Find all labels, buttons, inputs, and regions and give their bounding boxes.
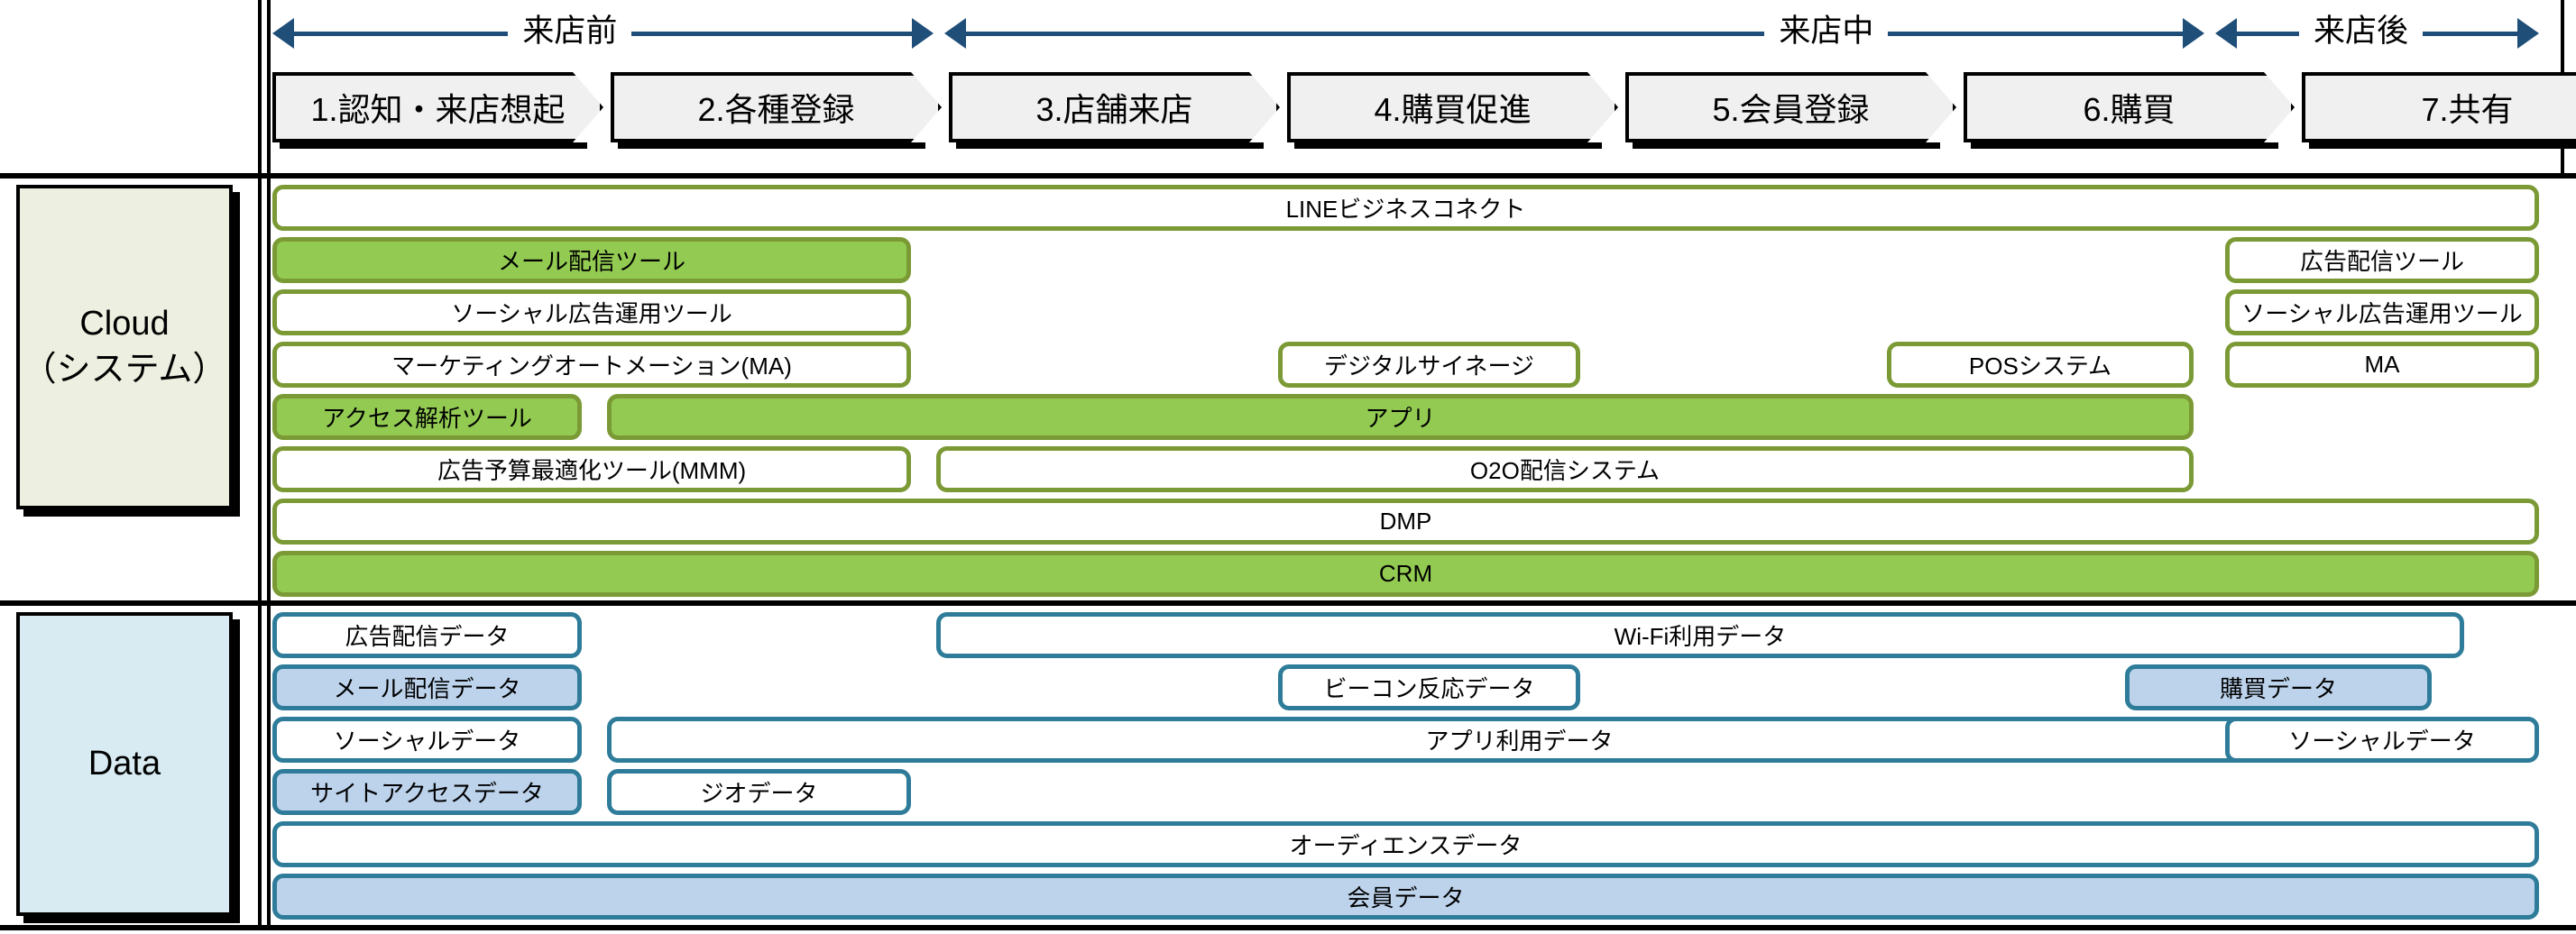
- data-asset-bar[interactable]: 広告配信データ: [272, 612, 582, 658]
- phase-label: 来店中: [1779, 14, 1874, 49]
- phase-label-gap: [1764, 27, 1889, 41]
- cloud-system-bar[interactable]: DMP: [272, 499, 2539, 545]
- category-label-line: （システム）: [22, 351, 227, 389]
- divider-cloud-data: [0, 600, 2576, 606]
- journey-step-4[interactable]: 4.購買促進: [1287, 72, 1618, 142]
- column-rule-inner: [267, 0, 271, 930]
- arrow-left-icon: [2215, 18, 2237, 49]
- data-asset-bar[interactable]: オーディエンスデータ: [272, 821, 2539, 867]
- cloud-system-bar[interactable]: アプリ: [607, 394, 2194, 440]
- column-rule-outer: [258, 0, 262, 930]
- arrow-right-icon: [912, 18, 934, 49]
- data-asset-bar[interactable]: ジオデータ: [607, 769, 911, 815]
- phase-arrow-1: 来店前: [272, 5, 934, 61]
- phase-label-gap: [2299, 27, 2424, 41]
- journey-step-shadow: [956, 142, 1264, 149]
- journey-step-5[interactable]: 5.会員登録: [1625, 72, 1956, 142]
- divider-top-cloud: [0, 173, 2576, 179]
- data-asset-bar[interactable]: 会員データ: [272, 874, 2539, 920]
- cloud-system-bar[interactable]: POSシステム: [1887, 342, 2194, 388]
- journey-step-shadow: [618, 142, 925, 149]
- cloud-system-bar[interactable]: ソーシャル広告運用ツール: [2225, 289, 2539, 335]
- cloud-system-bar[interactable]: 広告予算最適化ツール(MMM): [272, 446, 911, 492]
- cloud-system-bar[interactable]: LINEビジネスコネクト: [272, 185, 2539, 231]
- data-asset-bar[interactable]: Wi-Fi利用データ: [936, 612, 2464, 658]
- journey-step-6[interactable]: 6.購買: [1964, 72, 2295, 142]
- journey-step-shadow: [1971, 142, 2278, 149]
- phase-arrow-3: 来店後: [2215, 5, 2539, 61]
- phase-label-gap: [508, 27, 632, 41]
- data-asset-bar[interactable]: 購買データ: [2125, 664, 2432, 710]
- arrow-right-icon: [2183, 18, 2204, 49]
- phase-label: 来店後: [2314, 14, 2409, 49]
- data-asset-bar[interactable]: ビーコン反応データ: [1278, 664, 1580, 710]
- cloud-system-bar[interactable]: マーケティングオートメーション(MA): [272, 342, 911, 388]
- arrow-left-icon: [944, 18, 966, 49]
- cloud-system-bar[interactable]: デジタルサイネージ: [1278, 342, 1580, 388]
- data-asset-bar[interactable]: アプリ利用データ: [607, 717, 2432, 763]
- cloud-system-bar[interactable]: MA: [2225, 342, 2539, 388]
- data-asset-bar[interactable]: サイトアクセスデータ: [272, 769, 582, 815]
- journey-step-shadow: [1294, 142, 1602, 149]
- phase-arrow-band: 来店前 来店中 来店後: [272, 5, 2539, 61]
- arrow-left-icon: [272, 18, 294, 49]
- journey-step-2[interactable]: 2.各種登録: [611, 72, 942, 142]
- arrow-right-icon: [2517, 18, 2539, 49]
- cloud-system-bar[interactable]: アクセス解析ツール: [272, 394, 582, 440]
- journey-step-shadow: [2309, 142, 2576, 149]
- phase-line: [964, 32, 2185, 36]
- journey-step-shadow: [1633, 142, 1940, 149]
- phase-arrow-2: 来店中: [944, 5, 2204, 61]
- data-asset-bar[interactable]: メール配信データ: [272, 664, 582, 710]
- data-asset-bar[interactable]: ソーシャルデータ: [272, 717, 582, 763]
- cloud-system-bar[interactable]: ソーシャル広告運用ツール: [272, 289, 911, 335]
- journey-step-7[interactable]: 7.共有: [2302, 72, 2576, 142]
- category-card-cloud: Cloud （システム）: [16, 185, 233, 509]
- journey-step-shadow: [280, 142, 587, 149]
- category-card-data: Data: [16, 612, 233, 916]
- cloud-system-bar[interactable]: 広告配信ツール: [2225, 237, 2539, 283]
- journey-step-3[interactable]: 3.店舗来店: [949, 72, 1280, 142]
- cloud-system-bar[interactable]: O2O配信システム: [936, 446, 2194, 492]
- phase-label: 来店前: [522, 14, 618, 49]
- cloud-system-bar[interactable]: CRM: [272, 551, 2539, 597]
- data-asset-bar[interactable]: ソーシャルデータ: [2225, 717, 2539, 763]
- divider-bottom: [0, 925, 2576, 930]
- category-label-line: Cloud: [79, 304, 170, 343]
- journey-step-1[interactable]: 1.認知・来店想起: [272, 72, 603, 142]
- category-label-line: Data: [87, 744, 161, 783]
- cloud-system-bar[interactable]: メール配信ツール: [272, 237, 911, 283]
